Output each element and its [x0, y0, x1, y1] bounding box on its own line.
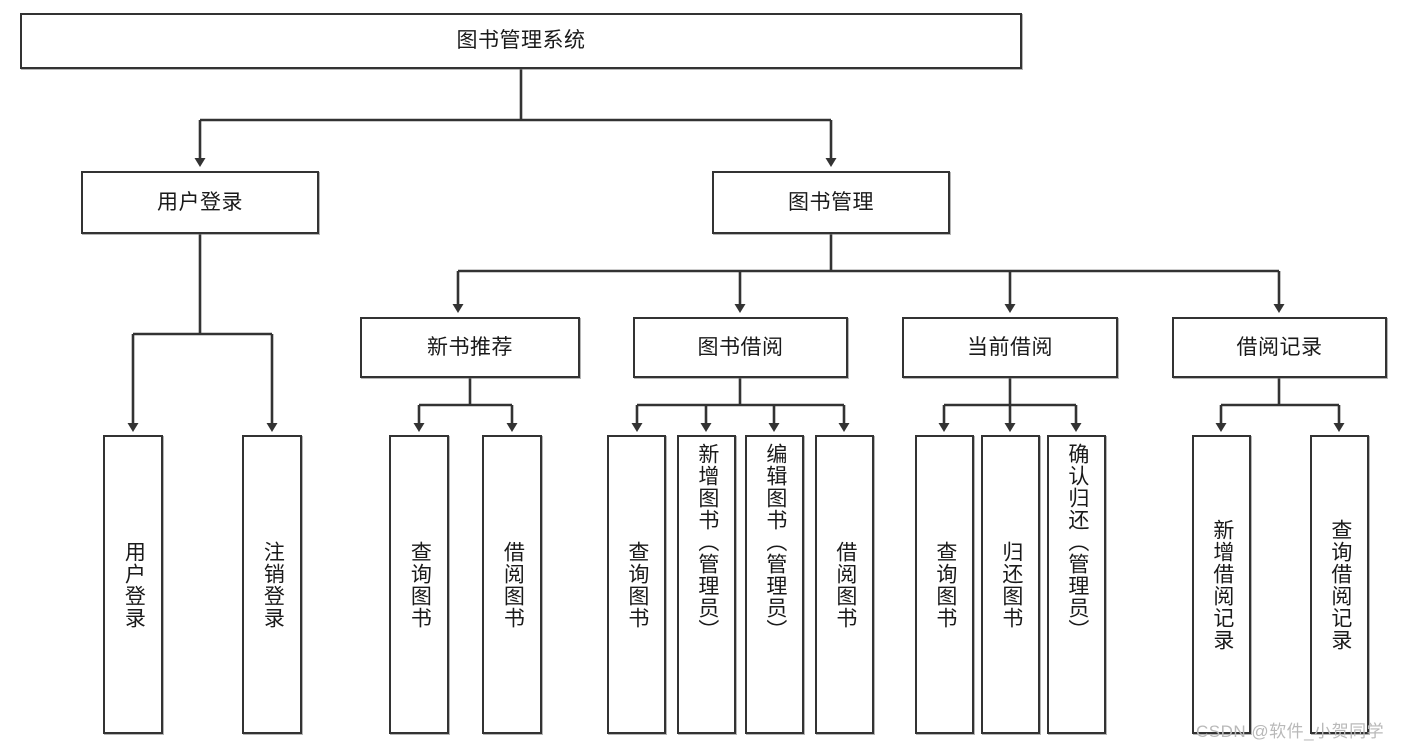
node-current-borrow[interactable]: 当前借阅: [902, 317, 1118, 378]
leaf-borrow-book[interactable]: 借阅图书: [815, 435, 874, 734]
node-label: 图书管理系统: [456, 29, 586, 53]
leaf-logout-login[interactable]: 注销登录: [242, 435, 302, 734]
node-label: 当前借阅: [967, 335, 1053, 359]
node-label: 查询图书: [933, 540, 957, 629]
leaf-add-borrow-record[interactable]: 新增借阅记录: [1192, 435, 1251, 734]
node-label: 用户登录: [157, 190, 243, 214]
leaf-user-login[interactable]: 用户登录: [103, 435, 163, 734]
node-label: 借阅记录: [1236, 335, 1323, 359]
node-label: 编辑图书（管理员）: [763, 443, 787, 641]
node-label: 图书借阅: [697, 335, 784, 359]
node-label: 查询图书: [408, 540, 432, 629]
node-label: 图书管理: [788, 190, 874, 214]
leaf-query-book-borrow[interactable]: 查询图书: [607, 435, 666, 734]
node-label: 确认归还（管理员）: [1065, 443, 1089, 641]
node-label: 查询图书: [625, 540, 649, 629]
node-book-borrow[interactable]: 图书借阅: [633, 317, 848, 378]
node-label: 用户登录: [122, 540, 146, 629]
node-label: 借阅图书: [833, 540, 857, 629]
node-root-book-management-system[interactable]: 图书管理系统: [20, 13, 1022, 69]
node-label: 注销登录: [261, 540, 285, 629]
leaf-return-book[interactable]: 归还图书: [981, 435, 1040, 734]
node-label: 查询借阅记录: [1328, 518, 1352, 651]
node-new-book-recommend[interactable]: 新书推荐: [360, 317, 580, 378]
node-label: 新书推荐: [427, 335, 513, 359]
leaf-borrow-book-recommend[interactable]: 借阅图书: [482, 435, 542, 734]
leaf-query-borrow-record[interactable]: 查询借阅记录: [1310, 435, 1369, 734]
leaf-query-book-current[interactable]: 查询图书: [915, 435, 974, 734]
node-label: 借阅图书: [501, 540, 525, 629]
node-user-login[interactable]: 用户登录: [81, 171, 319, 234]
node-label: 新增图书（管理员）: [695, 443, 719, 641]
node-label: 归还图书: [999, 540, 1023, 629]
node-label: 新增借阅记录: [1210, 518, 1234, 651]
node-borrow-record[interactable]: 借阅记录: [1172, 317, 1387, 378]
leaf-confirm-return-admin[interactable]: 确认归还（管理员）: [1047, 435, 1106, 734]
leaf-query-book-recommend[interactable]: 查询图书: [389, 435, 449, 734]
leaf-add-book-admin[interactable]: 新增图书（管理员）: [677, 435, 736, 734]
leaf-edit-book-admin[interactable]: 编辑图书（管理员）: [745, 435, 804, 734]
node-book-management[interactable]: 图书管理: [712, 171, 950, 234]
